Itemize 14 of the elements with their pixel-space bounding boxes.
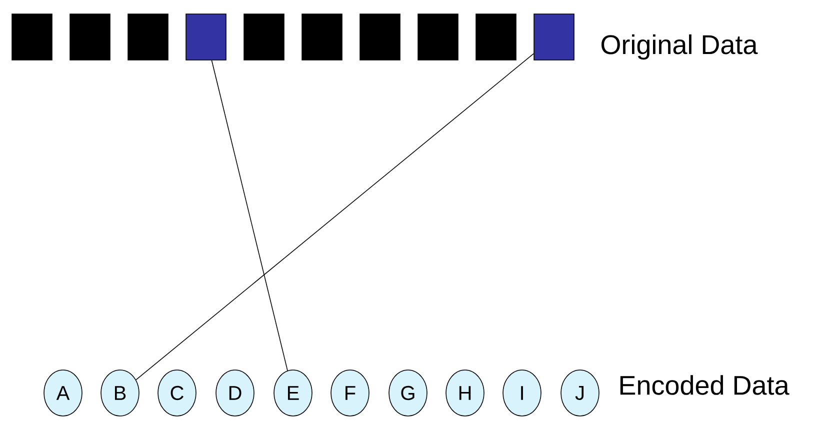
row-label: Original Data xyxy=(602,34,758,60)
data-square xyxy=(302,14,342,60)
connector-line xyxy=(211,60,288,371)
data-square xyxy=(70,14,110,60)
row-label: Encoded Data xyxy=(620,375,790,395)
data-square xyxy=(360,14,400,60)
data-square xyxy=(12,14,52,60)
data-square xyxy=(186,14,226,60)
data-square xyxy=(534,14,574,60)
data-square xyxy=(418,14,458,60)
data-square xyxy=(476,14,516,60)
connector-line xyxy=(136,53,534,380)
data-square xyxy=(244,14,284,60)
data-square xyxy=(128,14,168,60)
